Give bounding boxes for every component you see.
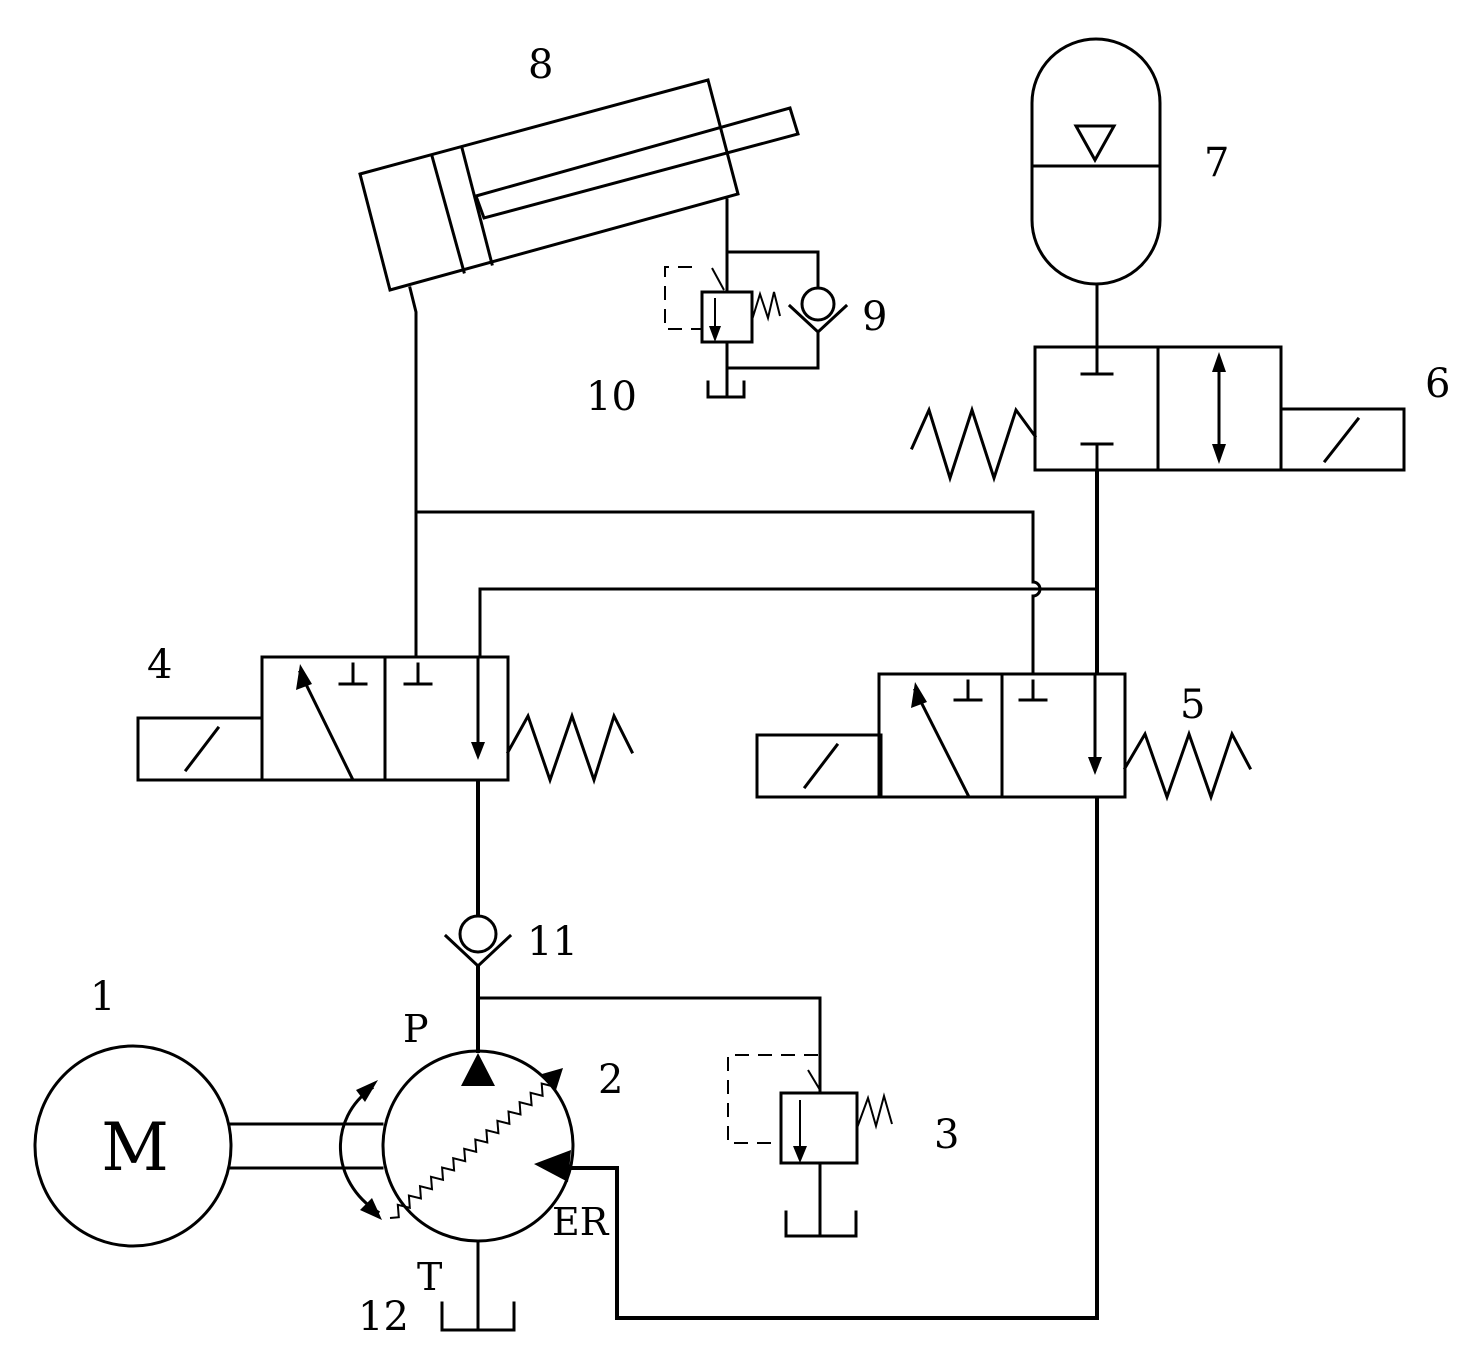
port-t-label: T [417,1255,442,1299]
label-9: 9 [862,294,887,340]
label-2: 2 [598,1057,623,1103]
tank-12 [440,1239,516,1332]
label-3: 3 [934,1112,959,1158]
port-p-label: P [403,1007,429,1051]
label-11: 11 [527,919,578,965]
motor-pump-shaft [229,1122,384,1170]
directional-valve-6 [910,345,1406,483]
variable-displacement-arrow [389,1077,557,1219]
label-8: 8 [528,42,553,88]
check-valve-9 [787,286,849,335]
label-7: 7 [1204,140,1229,186]
label-5: 5 [1180,682,1205,728]
pump-er-triangle [534,1150,571,1182]
label-6: 6 [1425,361,1450,407]
label-4: 4 [147,642,172,688]
directional-valve-4 [136,655,635,785]
directional-valve-5 [755,672,1253,802]
pump-outlet-triangle [461,1053,495,1086]
cylinder-8 [358,78,800,292]
label-12: 12 [358,1294,409,1340]
port-er-label: ER [552,1200,610,1244]
relief-valve-10 [664,266,781,399]
relief-valve-3 [727,1054,893,1238]
check-valve-11 [443,914,513,969]
motor-1: M [33,1044,233,1248]
hydraulic-lines [408,198,1099,1320]
label-1: 1 [90,974,115,1020]
pump-2 [339,1049,575,1243]
motor-symbol-label: M [101,1109,169,1186]
accumulator-7 [1030,37,1162,350]
label-10: 10 [586,374,637,420]
variable-arrow-head [542,1068,563,1090]
